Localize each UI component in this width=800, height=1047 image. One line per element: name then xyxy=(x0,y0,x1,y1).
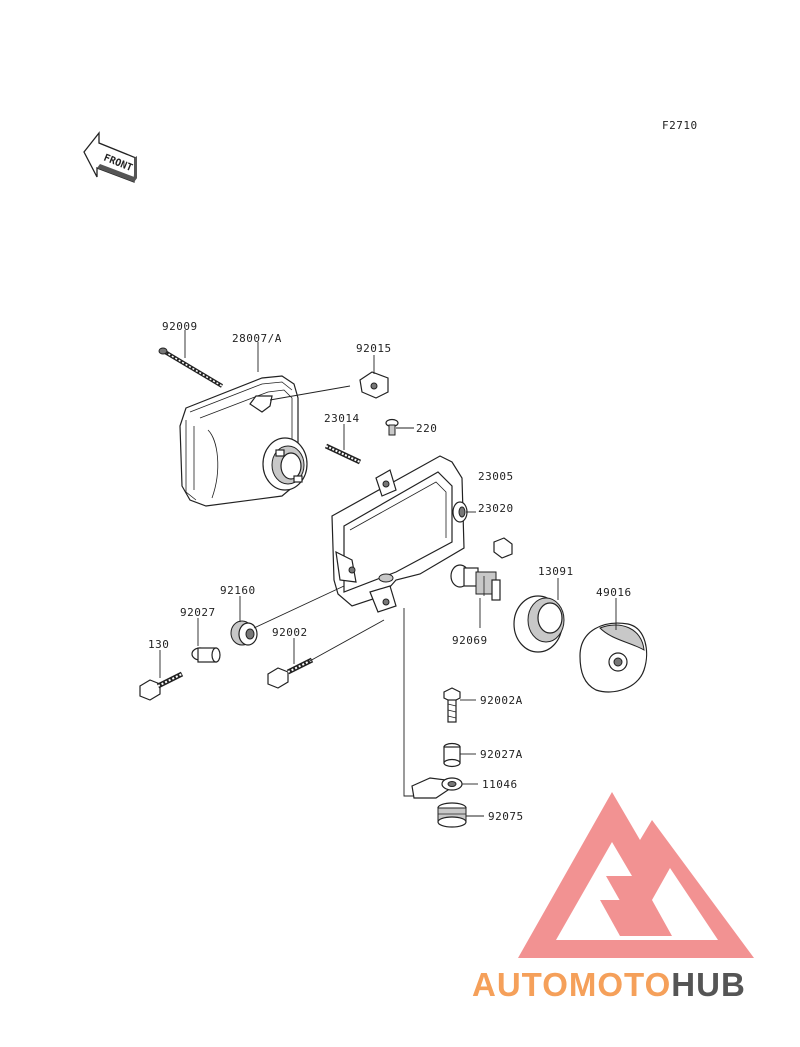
label-92027: 92027 xyxy=(180,606,216,619)
watermark-part1: AUTOMOTO xyxy=(472,966,671,1003)
label-23014: 23014 xyxy=(324,412,360,425)
grommet-23020 xyxy=(452,501,468,523)
label-28007A: 28007/A xyxy=(232,332,282,345)
label-92075: 92075 xyxy=(488,810,524,823)
label-23005: 23005 xyxy=(478,470,514,483)
headlight-housing xyxy=(179,375,308,507)
label-92002: 92002 xyxy=(272,626,308,639)
stay-11046 xyxy=(411,777,463,799)
bulb-92069 xyxy=(450,564,501,601)
grommet-92075 xyxy=(437,802,467,828)
bolt-130 xyxy=(139,671,184,701)
label-92002A: 92002A xyxy=(480,694,523,707)
watermark-logo-icon xyxy=(518,792,754,958)
watermark-part2: HUB xyxy=(671,966,746,1003)
bolt-92002A xyxy=(443,687,461,723)
label-130: 130 xyxy=(148,638,169,651)
screw-220 xyxy=(385,418,399,436)
grommet-92160 xyxy=(230,620,258,646)
ref-code: F2710 xyxy=(662,119,698,132)
label-23020: 23020 xyxy=(478,502,514,515)
bracket-23005 xyxy=(331,455,465,613)
collar-92027 xyxy=(191,647,221,663)
label-92027A: 92027A xyxy=(480,748,523,761)
cap-part xyxy=(493,537,513,559)
front-arrow-icon: FRONT xyxy=(83,131,137,183)
label-11046: 11046 xyxy=(482,778,518,791)
label-49016: 49016 xyxy=(596,586,632,599)
label-92069: 92069 xyxy=(452,634,488,647)
label-92160: 92160 xyxy=(220,584,256,597)
nut-92015 xyxy=(359,371,389,399)
label-220: 220 xyxy=(416,422,437,435)
label-13091: 13091 xyxy=(538,565,574,578)
collar-92027A xyxy=(443,742,461,768)
part-labels: 92009 28007/A 92015 23014 220 23005 2302… xyxy=(148,320,632,823)
watermark-text: AUTOMOTOHUB xyxy=(472,966,746,1003)
bolt-92002 xyxy=(267,657,314,689)
bolt-92009 xyxy=(158,347,224,388)
cap-49016 xyxy=(579,622,648,693)
label-92009: 92009 xyxy=(162,320,198,333)
leader-lines xyxy=(159,330,617,817)
label-92015: 92015 xyxy=(356,342,392,355)
rubber-cover-13091 xyxy=(513,595,565,653)
spring-23014 xyxy=(324,443,362,465)
